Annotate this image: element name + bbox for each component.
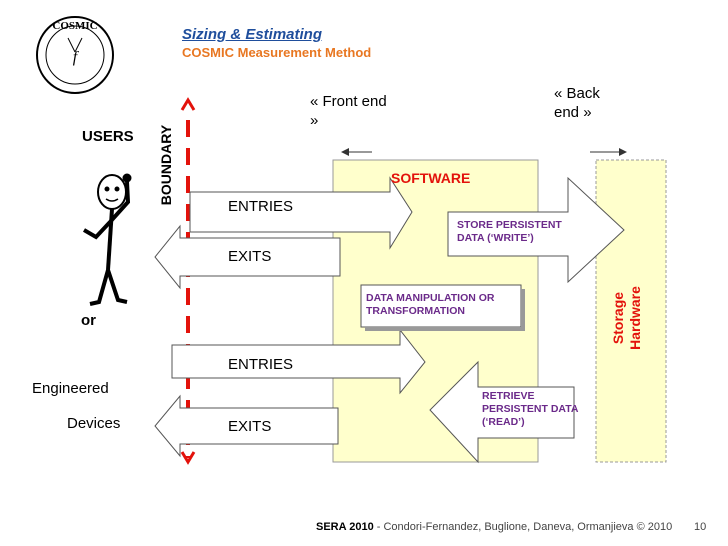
devices-label: Devices <box>67 415 121 432</box>
svg-text:f: f <box>73 49 80 66</box>
retrieve-persistent-label: RETRIEVE PERSISTENT DATA (‘READ’) <box>482 390 579 428</box>
exits-bottom-label: EXITS <box>228 418 272 435</box>
user-stick-figure <box>82 173 132 306</box>
page-subtitle: COSMIC Measurement Method <box>182 45 372 60</box>
footer: SERA 2010 - Condori-Fernandez, Buglione,… <box>316 521 672 533</box>
software-label: SOFTWARE <box>391 170 471 186</box>
engineered-label: Engineered <box>32 380 109 397</box>
exits-top-label: EXITS <box>228 248 272 265</box>
svg-text:COSMIC: COSMIC <box>52 20 97 32</box>
boundary-label: BOUNDARY <box>158 124 174 206</box>
front-end-label: « Front end » <box>310 93 387 129</box>
cosmic-logo: COSMIC f <box>36 16 114 94</box>
or-label: or <box>81 312 96 329</box>
storage-hardware-box <box>595 159 667 463</box>
exits-bottom-arrow <box>154 394 339 458</box>
users-label: USERS <box>82 128 134 145</box>
page-title: Sizing & Estimating <box>182 26 323 43</box>
entries-top-arrow <box>189 176 413 250</box>
data-manipulation-box <box>360 284 522 328</box>
entries-bottom-arrow <box>171 328 426 395</box>
footer-sera: SERA 2010 <box>316 521 374 533</box>
storage-hardware-label: Storage Hardware <box>610 286 643 350</box>
entries-top-label: ENTRIES <box>228 198 294 215</box>
data-manipulation-label: DATA MANIPULATION OR TRANSFORMATION <box>366 292 495 317</box>
store-persistent-label: STORE PERSISTENT DATA (‘WRITE’) <box>457 219 562 244</box>
boundary-line <box>180 97 196 465</box>
retrieve-persistent-arrow <box>429 360 575 464</box>
store-persistent-arrow <box>447 176 625 284</box>
back-end-label: « Back end » <box>554 85 600 121</box>
entries-bottom-label: ENTRIES <box>228 356 294 373</box>
page-number: 10 <box>694 521 707 533</box>
footer-text: - Condori-Fernandez, Buglione, Daneva, O… <box>373 521 673 533</box>
exits-top-arrow <box>154 224 341 290</box>
